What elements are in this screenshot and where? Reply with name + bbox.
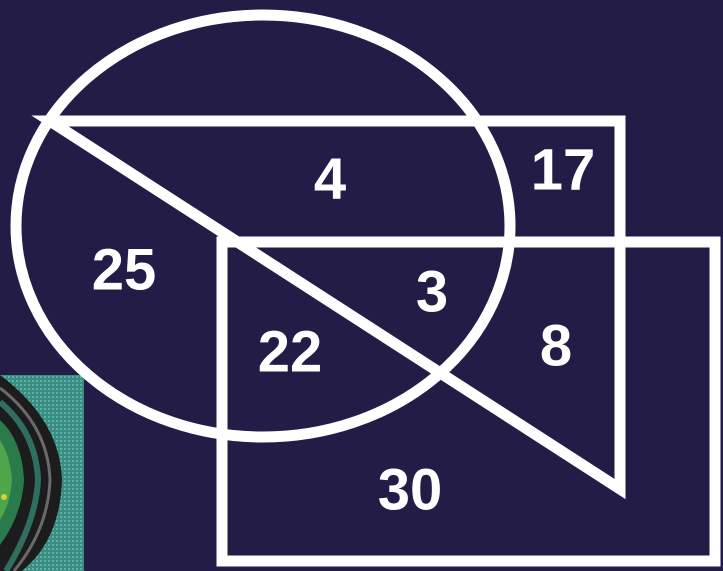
region-triangle-rectangle-label: 8 [540,313,572,378]
region-rectangle-only-label: 30 [378,457,443,522]
region-triangle-only-label: 17 [531,137,596,202]
region-all-three-label: 3 [416,259,448,324]
region-oval-only-label: 25 [92,237,157,302]
speaker-image-icon [0,375,84,571]
region-oval-triangle-label: 4 [314,146,346,211]
region-oval-rectangle-label: 22 [258,319,323,384]
rectangle-set-shape [222,242,715,561]
